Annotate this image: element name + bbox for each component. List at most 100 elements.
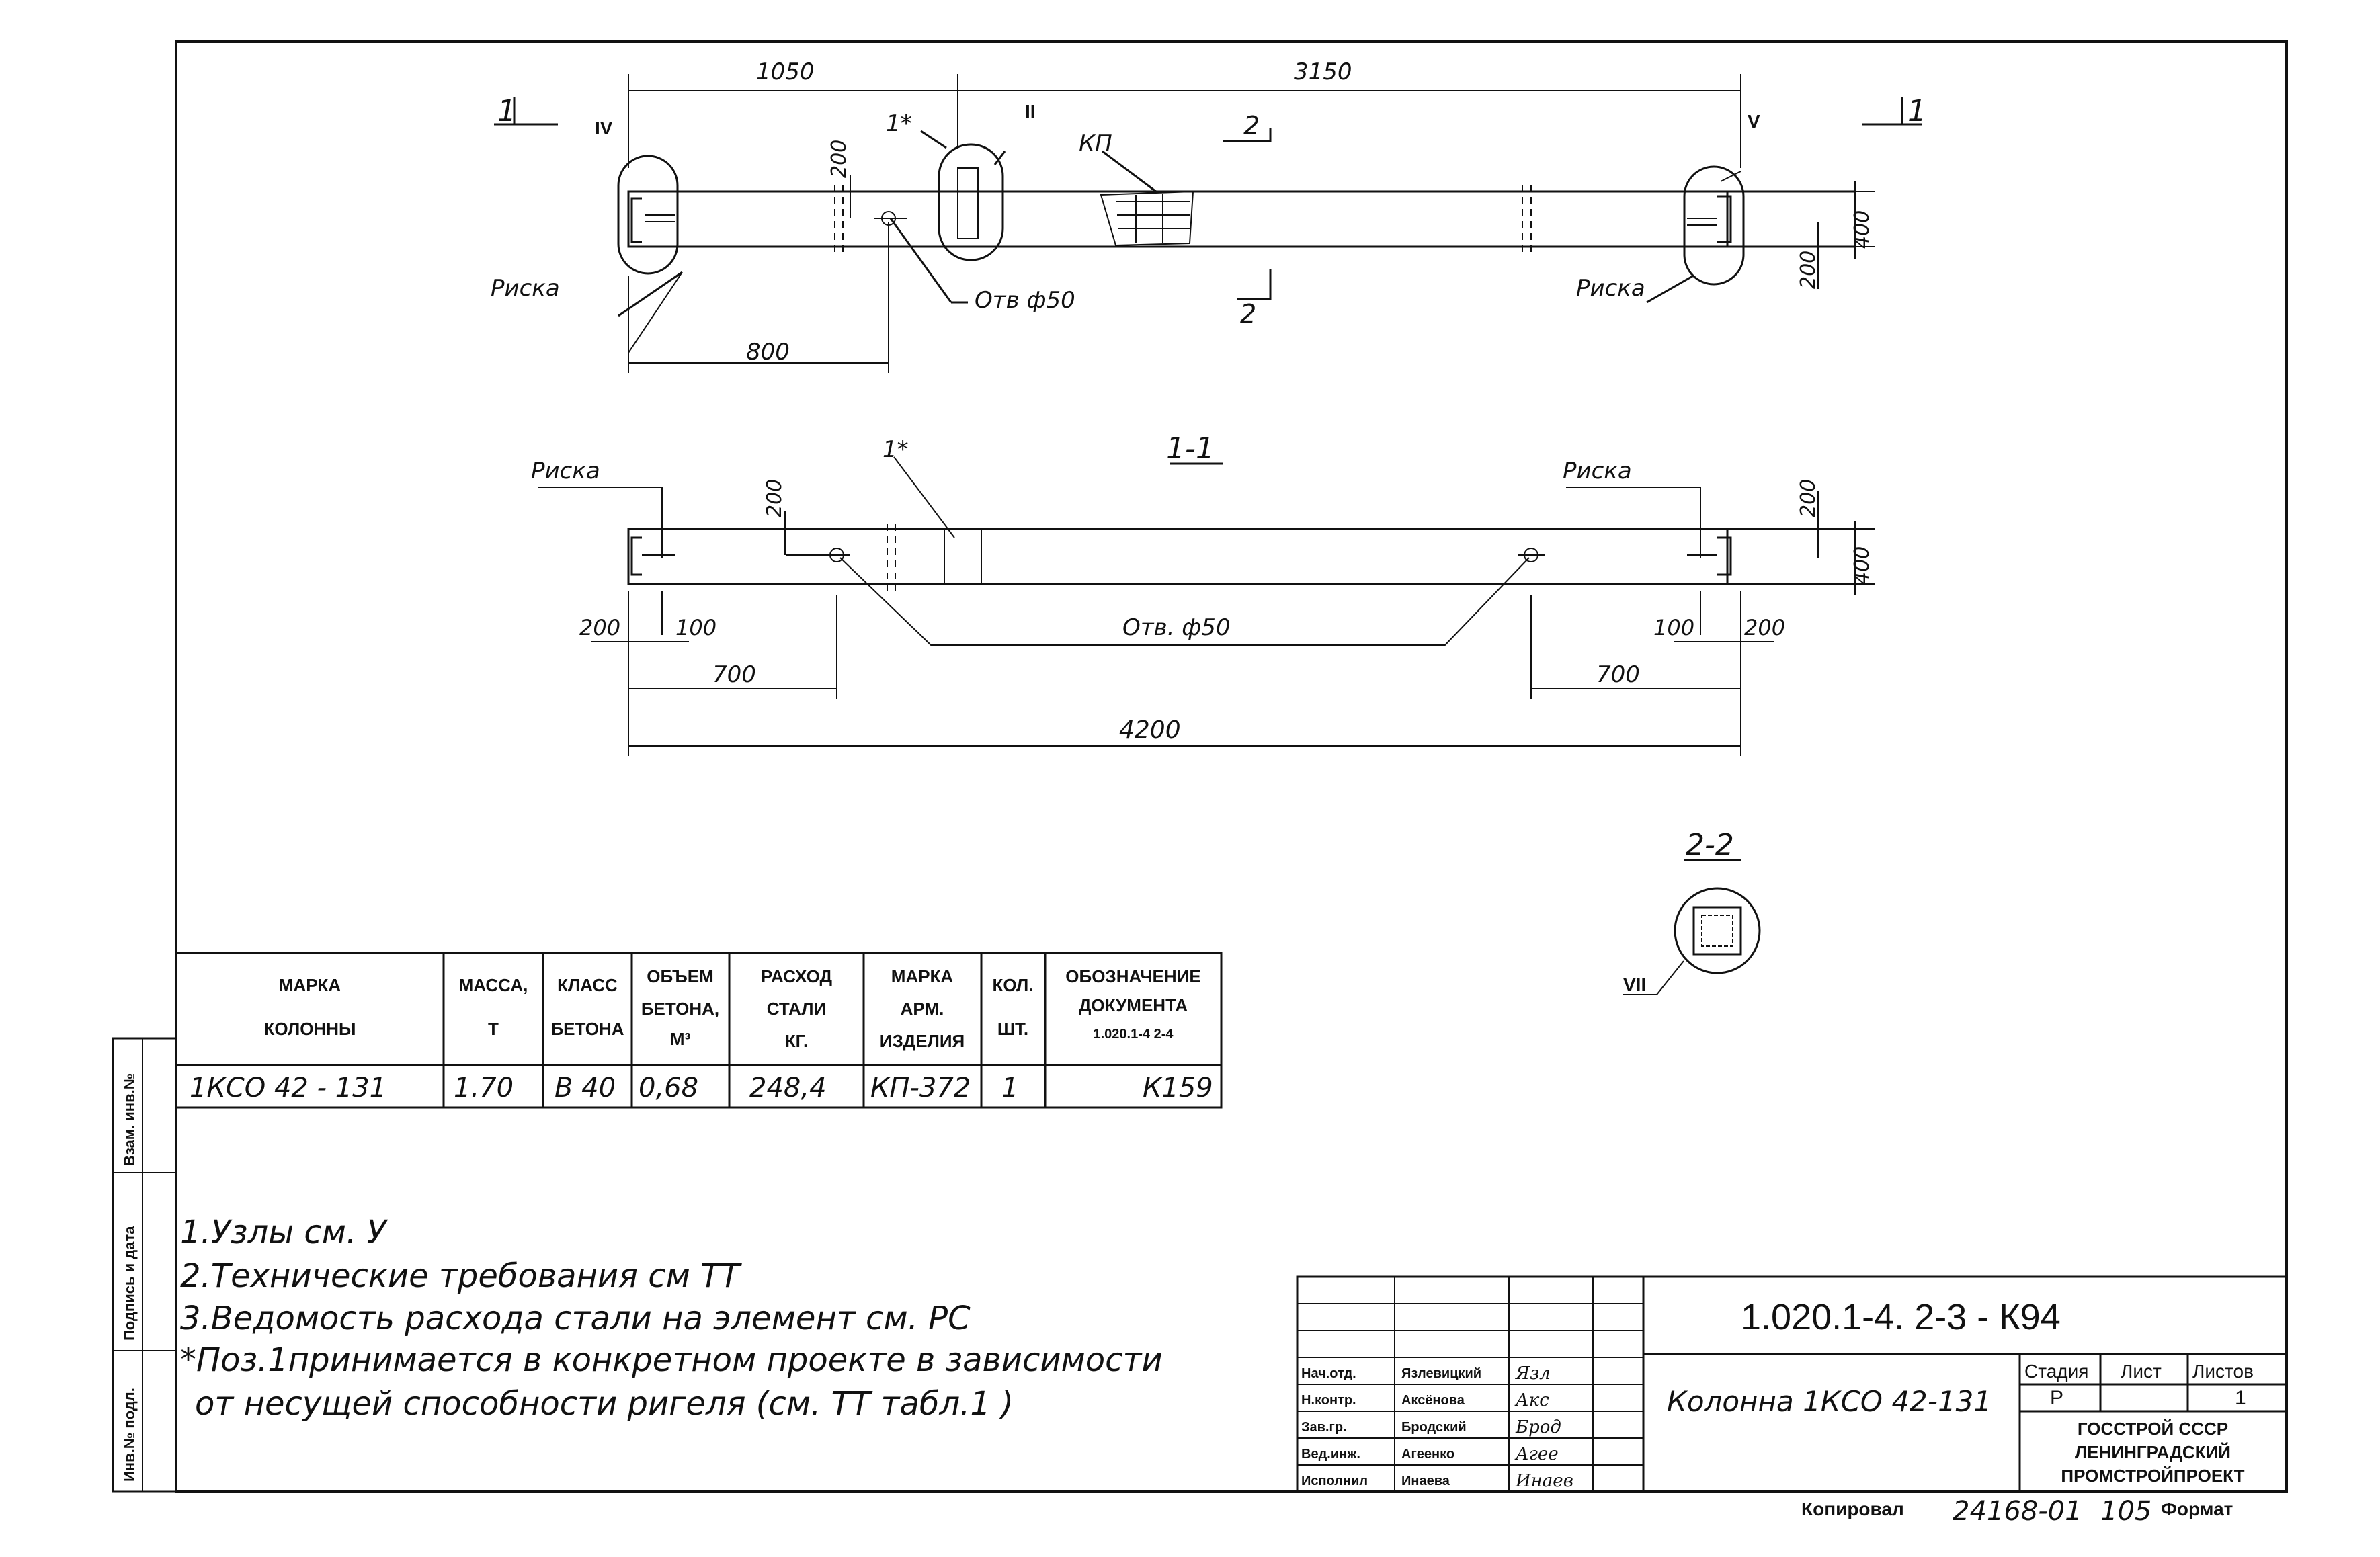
footer-order: 24168-01 xyxy=(1953,1496,2082,1527)
side-podpis: Подпись и дата xyxy=(121,1226,138,1341)
name-4: Агеенко xyxy=(1401,1447,1454,1462)
sign-2: Акс xyxy=(1514,1390,1549,1411)
note-3: 3.Ведомость расхода стали на элемент см.… xyxy=(180,1300,971,1337)
section-mark-2-bottom: 2 xyxy=(1240,299,1256,329)
footer-kopiroval: Копировал xyxy=(1801,1499,1904,1519)
th-betona2: БЕТОНА, xyxy=(641,999,719,1019)
footer-format: Формат xyxy=(2161,1499,2233,1519)
th-stali: СТАЛИ xyxy=(767,999,826,1019)
dim-700-right: 700 xyxy=(1596,661,1640,688)
sign-5: Инаев xyxy=(1515,1471,1573,1491)
td-kol: 1 xyxy=(1001,1072,1018,1103)
td-arm: КП-372 xyxy=(870,1072,971,1103)
td-obem: 0,68 xyxy=(639,1072,698,1103)
node-oval-ii xyxy=(938,143,1004,261)
side-inv-podl: Инв.№ подл. xyxy=(121,1388,138,1482)
td-oboznachenie: К159 xyxy=(1143,1072,1213,1103)
doc-code: 1.020.1-4. 2-3 - К94 xyxy=(1741,1297,2061,1337)
name-5: Инаева xyxy=(1401,1474,1450,1488)
sheet-header: Лист xyxy=(2121,1361,2162,1382)
th-rashod: РАСХОД xyxy=(761,966,833,986)
th-massa: МАССА, xyxy=(459,975,528,995)
th-marka: МАРКА xyxy=(279,975,341,995)
dim-200-a: 200 xyxy=(827,140,851,178)
node-label-ii: II xyxy=(1025,101,1036,122)
stage-header: Стадия xyxy=(2024,1361,2088,1382)
node-label-iv: IV xyxy=(595,118,613,138)
th-t: Т xyxy=(488,1019,499,1039)
label-hole-side: Отв. ф50 xyxy=(1122,614,1231,641)
td-massa: 1.70 xyxy=(454,1072,514,1103)
th-kolonny: КОЛОННЫ xyxy=(264,1019,356,1039)
section-mark-1-left: 1 xyxy=(497,94,516,128)
name-3: Бродский xyxy=(1401,1420,1467,1435)
role-5: Исполнил xyxy=(1301,1474,1368,1488)
label-riska-right: Риска xyxy=(1576,275,1645,302)
role-3: Зав.гр. xyxy=(1301,1420,1347,1435)
sheets-header: Листов xyxy=(2192,1361,2254,1382)
node-oval-v xyxy=(1683,165,1745,286)
th-obem: ОБЪЕМ xyxy=(647,966,714,986)
section-2-2-view xyxy=(1623,859,1761,995)
section-2-2-title: 2-2 xyxy=(1686,828,1734,862)
top-view-labels: 1050 3150 800 200 200 400 1 1 2 2 IV II … xyxy=(491,58,1926,366)
td-marka: 1КСО 42 - 131 xyxy=(190,1072,386,1103)
sign-1: Язл xyxy=(1515,1363,1551,1384)
side-strip: Взам. инв.№ Подпись и дата Инв.№ подл. xyxy=(112,1037,177,1493)
dim-100-right: 100 xyxy=(1653,615,1694,640)
top-view xyxy=(494,74,1922,373)
label-kp: КП xyxy=(1079,130,1112,157)
role-4: Вед.инж. xyxy=(1301,1447,1360,1462)
dim-4200: 4200 xyxy=(1119,716,1181,744)
section-mark-2-top: 2 xyxy=(1243,111,1260,140)
stage-value: Р xyxy=(2050,1387,2063,1409)
org-line-2: ЛЕНИНГРАДСКИЙ xyxy=(2075,1442,2231,1462)
label-riska-right-side: Риска xyxy=(1563,458,1632,485)
dim-1050: 1050 xyxy=(756,58,815,85)
name-1: Язлевицкий xyxy=(1401,1366,1481,1381)
pos-1star-top: 1* xyxy=(886,110,912,137)
node-label-vii: VII xyxy=(1623,974,1646,995)
th-marka-arm: МАРКА xyxy=(891,966,954,986)
th-izdeliya: ИЗДЕЛИЯ xyxy=(880,1031,965,1051)
sign-3: Брод xyxy=(1515,1417,1561,1437)
note-2: 2.Технические требования см ТТ xyxy=(180,1257,742,1295)
th-klass: КЛАСС xyxy=(557,975,618,995)
th-betona: БЕТОНА xyxy=(550,1019,624,1039)
spec-table xyxy=(175,952,1223,1109)
title-block xyxy=(1296,1275,2288,1493)
note-1: 1.Узлы см. У xyxy=(180,1214,388,1251)
dim-3150: 3150 xyxy=(1294,58,1352,85)
footer: Копировал 24168-01 105 Формат xyxy=(1801,1496,2233,1527)
dim-200-left-bottom: 200 xyxy=(579,615,620,640)
td-rashod: 248,4 xyxy=(749,1072,827,1103)
node-label-v: V xyxy=(1748,111,1760,132)
dim-200-right-bottom: 200 xyxy=(1744,615,1785,640)
dim-100-left: 100 xyxy=(675,615,716,640)
doc-name: Колонна 1КСО 42-131 xyxy=(1667,1385,1992,1418)
dim-200-right-side: 200 xyxy=(1797,479,1820,517)
label-riska-left-side: Риска xyxy=(531,458,600,485)
sheets-value: 1 xyxy=(2235,1387,2246,1409)
th-dokumenta: ДОКУМЕНТА xyxy=(1079,995,1188,1015)
sign-4: Агее xyxy=(1514,1444,1559,1464)
section-1-1-labels: 1-1 Риска Риска 1* 200 200 400 200 100 1… xyxy=(531,431,1874,744)
role-2: Н.контр. xyxy=(1301,1393,1356,1408)
org-line-3: ПРОМСТРОЙПРОЕКТ xyxy=(2061,1466,2244,1486)
th-m3: М³ xyxy=(670,1029,691,1049)
note-4: *Поз.1принимается в конкретном проекте в… xyxy=(180,1341,1163,1379)
dim-200-vert: 200 xyxy=(763,479,786,517)
spec-table-headers: МАРКА КОЛОННЫ МАССА, Т КЛАСС БЕТОНА ОБЪЕ… xyxy=(264,966,1201,1051)
th-doc-code: 1.020.1-4 2-4 xyxy=(1094,1027,1174,1042)
th-sht: ШТ. xyxy=(997,1019,1028,1039)
column-body-side xyxy=(627,528,1729,585)
side-vzam: Взам. инв.№ xyxy=(121,1073,138,1166)
notes: 1.Узлы см. У 2.Технические требования см… xyxy=(180,1214,1163,1423)
note-5: от несущей способности ригеля (см. ТТ та… xyxy=(195,1385,1014,1423)
section-mark-1-right: 1 xyxy=(1907,94,1926,128)
section-1-1-title: 1-1 xyxy=(1166,431,1215,466)
dim-800: 800 xyxy=(746,339,790,366)
title-block-roles: Нач.отд. Язлевицкий Язл Н.контр. Аксёнов… xyxy=(1301,1363,1573,1491)
